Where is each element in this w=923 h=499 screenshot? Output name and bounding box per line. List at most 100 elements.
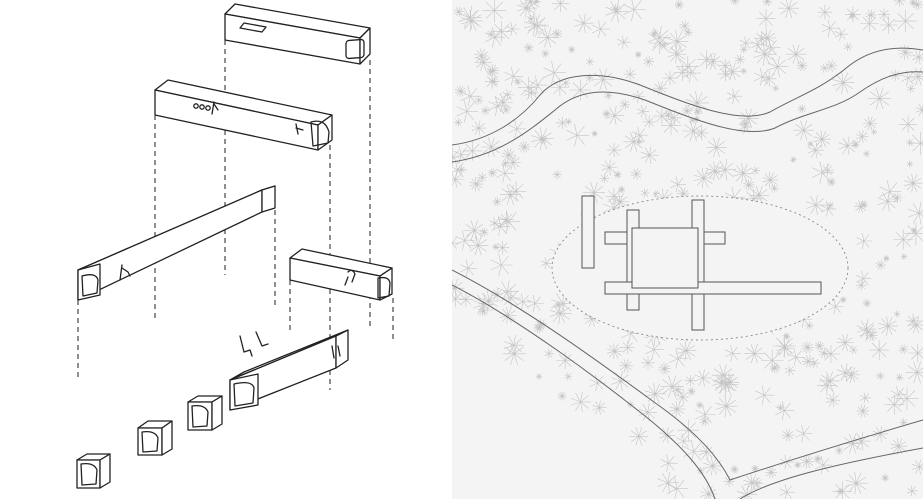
tree-icon (893, 0, 906, 7)
tree-icon (811, 161, 834, 184)
tree-icon (738, 120, 753, 134)
tree-icon (856, 280, 867, 291)
tree-icon (706, 137, 727, 158)
tree-icon (614, 170, 622, 179)
tree-icon (884, 394, 905, 415)
tree-icon (856, 404, 870, 418)
tree-icon (730, 0, 740, 5)
tree-icon (485, 26, 506, 48)
tree-icon (778, 0, 799, 18)
tree-icon (458, 5, 482, 30)
tree-icon (674, 0, 684, 10)
small-module-1 (187, 395, 223, 431)
tree-icon (468, 235, 489, 256)
tree-icon (667, 44, 687, 64)
tree-icon (591, 130, 598, 137)
tree-icon (462, 141, 483, 161)
tree-icon (860, 14, 879, 33)
tree-icon (518, 141, 531, 153)
skylight-icon (239, 22, 267, 33)
tree-icon (840, 296, 847, 303)
tree-icon (807, 140, 814, 148)
tree-icon (540, 257, 553, 270)
tree-icon (893, 229, 914, 250)
tree-icon (493, 93, 514, 112)
tree-icon (895, 387, 919, 410)
chair-icon (239, 331, 269, 357)
tree-icon (832, 71, 855, 94)
tree-icon (489, 216, 502, 230)
tree-icon (826, 201, 834, 210)
tree-icon (890, 437, 908, 455)
tree-icon (641, 356, 655, 370)
tree-icon (640, 146, 659, 165)
tree-icon (767, 56, 789, 78)
tree-icon (703, 456, 723, 476)
tree-icon (772, 334, 796, 358)
tree-icon (606, 142, 622, 158)
tree-icon (551, 291, 575, 316)
tree-icon (868, 87, 891, 110)
tree-icon (879, 180, 902, 203)
tree-icon (619, 99, 630, 110)
tree-icon (898, 44, 913, 60)
tree-icon (457, 165, 466, 174)
tree-icon (809, 357, 820, 369)
tree-icon (820, 163, 834, 177)
tree-icon (903, 173, 923, 193)
tree-icon (875, 259, 886, 271)
tree-icon (814, 341, 825, 351)
upper-path (452, 47, 923, 163)
tree-icon (697, 50, 717, 70)
tree-icon (900, 70, 917, 86)
tree-icon (849, 12, 856, 19)
tree-icon (796, 60, 808, 71)
tree-icon (453, 146, 470, 163)
tree-icon (617, 35, 631, 49)
tree-icon (734, 54, 746, 65)
tree-icon (544, 348, 554, 359)
tree-icon (878, 316, 898, 336)
person-figure (119, 264, 131, 281)
small-module-3 (76, 453, 111, 489)
window-dot (205, 105, 211, 111)
tree-icon (482, 0, 507, 23)
tree-icon (652, 190, 659, 197)
tree-icon (859, 200, 868, 209)
tree-icon (602, 109, 611, 118)
tree-icon (623, 0, 646, 22)
axonometric-svg (76, 3, 394, 489)
tree-icon (492, 197, 502, 207)
tree-icon (797, 104, 807, 114)
tree-icon (740, 67, 747, 75)
window-dot (199, 104, 205, 110)
tree-icon (557, 391, 567, 401)
tree-icon (820, 200, 837, 217)
tree-icon (623, 131, 645, 152)
tree-icon (569, 79, 591, 101)
tree-icon (878, 8, 891, 21)
tree-icon (574, 13, 594, 34)
tree-icon (644, 340, 664, 360)
module-long-diagonal-beam (77, 185, 276, 301)
person-figure (344, 269, 356, 286)
loose-furniture (239, 331, 269, 357)
tree-icon (687, 387, 696, 396)
tree-icon (844, 42, 853, 52)
tree-icon (751, 477, 764, 490)
module-right-mid-beam (289, 248, 393, 301)
tree-icon (681, 105, 693, 116)
tree-icon (671, 383, 684, 396)
tree-icon (845, 6, 861, 23)
tree-icon (825, 393, 840, 408)
tree-icon (550, 78, 569, 97)
tree-icon (504, 66, 524, 86)
tree-icon (621, 323, 642, 344)
tree-icon (666, 477, 689, 499)
tree-icon (492, 243, 499, 251)
tree-icon (880, 16, 898, 34)
tree-icon (779, 454, 794, 470)
tree-icon (591, 19, 610, 39)
tree-icon (825, 59, 838, 72)
tree-icon (905, 313, 921, 329)
